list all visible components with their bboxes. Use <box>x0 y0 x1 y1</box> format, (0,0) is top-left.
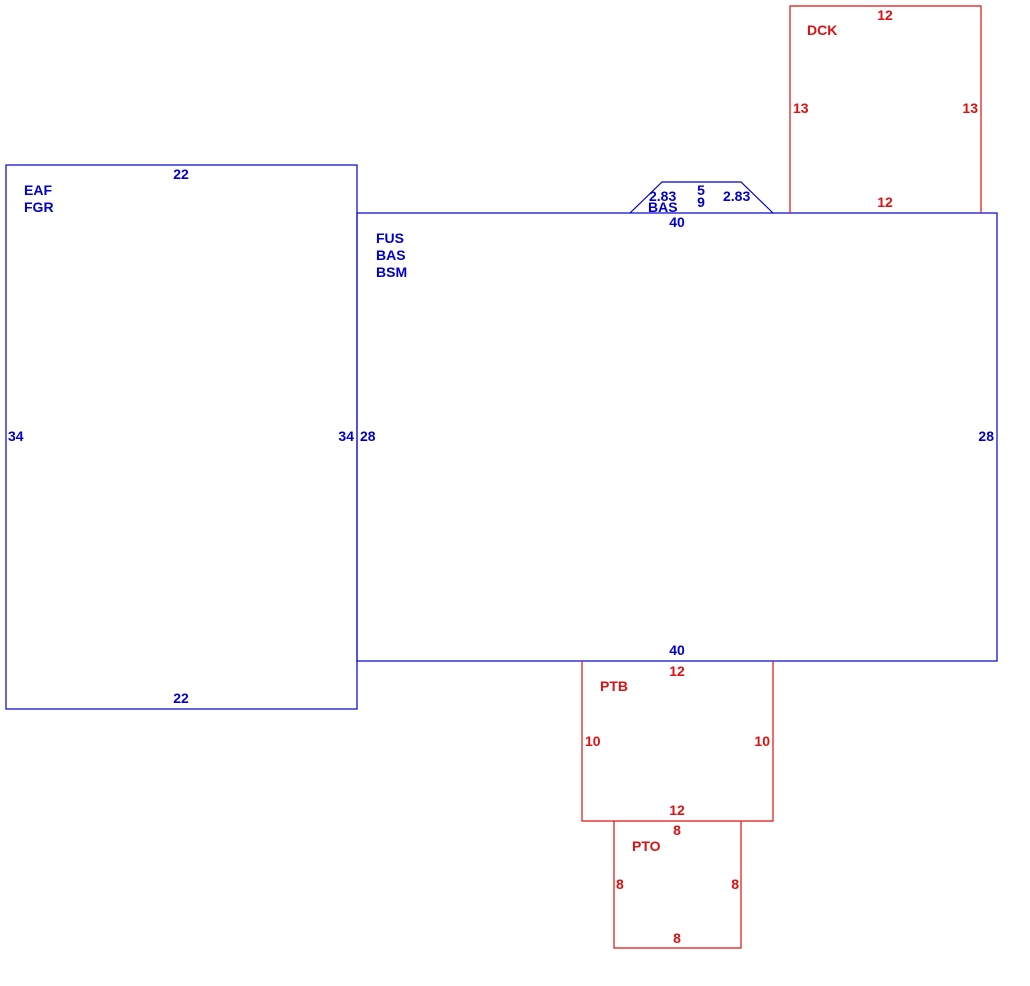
main-dim-bottom: 40 <box>669 642 685 658</box>
main-code-3: BSM <box>376 264 407 280</box>
garage-code-1: EAF <box>24 182 52 198</box>
patio-pto-dim-bottom: 8 <box>673 930 681 946</box>
garage-section: EAF FGR 22 22 34 34 <box>5 164 358 710</box>
garage-outline <box>5 164 358 710</box>
bay-dim-right-diag: 2.83 <box>723 188 750 204</box>
deck-dim-top: 12 <box>877 7 893 23</box>
deck-section: DCK 12 12 13 13 <box>789 5 982 213</box>
patio-ptb-dim-top: 12 <box>669 663 685 679</box>
main-section: FUS BAS BSM 40 40 28 28 <box>356 212 998 662</box>
garage-dim-bottom: 22 <box>173 690 189 706</box>
deck-dim-right: 13 <box>962 100 978 116</box>
bay-outline <box>629 181 774 214</box>
patio-ptb-outline <box>581 661 774 822</box>
patio-ptb-dim-left: 10 <box>585 733 601 749</box>
garage-dim-left: 34 <box>8 428 24 444</box>
main-outline <box>356 212 998 662</box>
patio-ptb-dim-bottom: 12 <box>669 802 685 818</box>
main-code-1: FUS <box>376 230 404 246</box>
bay-code: BAS <box>648 199 678 215</box>
garage-dim-top: 22 <box>173 166 189 182</box>
deck-outline <box>789 5 982 213</box>
deck-dim-bottom: 12 <box>877 194 893 210</box>
bay-dim-depth: 9 <box>697 194 705 210</box>
main-code-2: BAS <box>376 247 406 263</box>
bay-section: 2.83 5 9 2.83 BAS <box>629 181 774 215</box>
main-dim-left: 28 <box>360 428 376 444</box>
patio-pto-dim-right: 8 <box>731 876 739 892</box>
patio-pto-section: PTO 8 8 8 8 <box>613 821 742 949</box>
bay-dim-left-diag: 2.83 <box>649 188 676 204</box>
main-dim-top: 40 <box>669 214 685 230</box>
patio-pto-code: PTO <box>632 838 661 854</box>
main-dim-right: 28 <box>978 428 994 444</box>
bay-dim-top: 5 <box>697 182 705 198</box>
deck-dim-left: 13 <box>793 100 809 116</box>
garage-dim-right: 34 <box>338 428 354 444</box>
garage-code-2: FGR <box>24 199 54 215</box>
patio-pto-dim-left: 8 <box>616 876 624 892</box>
patio-ptb-section: PTB 12 12 10 10 <box>581 661 774 822</box>
patio-pto-outline <box>613 821 742 949</box>
patio-ptb-code: PTB <box>600 678 628 694</box>
patio-ptb-dim-right: 10 <box>754 733 770 749</box>
deck-code: DCK <box>807 22 837 38</box>
patio-pto-dim-top: 8 <box>673 822 681 838</box>
